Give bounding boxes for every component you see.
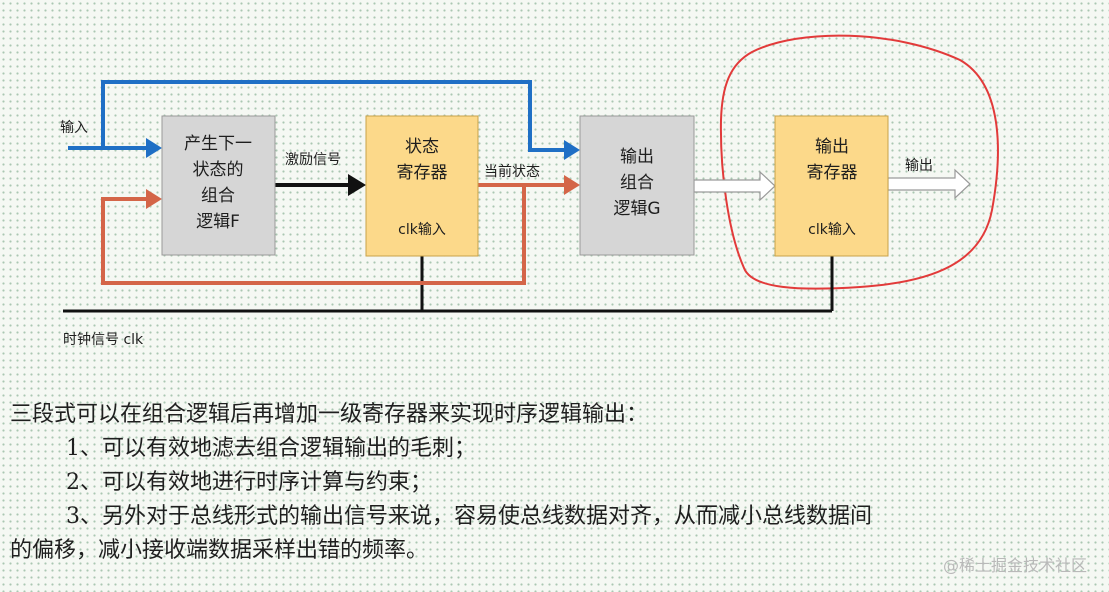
output-logic-line-1: 输出 <box>620 147 654 167</box>
input-bypass-line <box>101 80 566 152</box>
output-register-block: 输出 寄存器 clk输入 <box>774 115 889 257</box>
output-reg-clk-label: clk输入 <box>808 222 856 238</box>
description-item-2: 2、可以有效地进行时序计算与约束； <box>66 470 432 495</box>
output-reg-line-1: 输出 <box>815 137 849 157</box>
state-register-block: 状态 寄存器 clk输入 <box>365 115 479 257</box>
feedback-arrowhead <box>146 189 162 209</box>
current-state-feedback <box>101 183 526 285</box>
description-item-3: 3、另外对于总线形式的输出信号来说，容易使总线数据对齐，从而减小总线数据间 <box>66 504 872 529</box>
description-item-1: 1、可以有效地滤去组合逻辑输出的毛刺； <box>66 436 476 461</box>
output-register-highlight <box>719 34 999 290</box>
output-arrow <box>887 168 971 200</box>
clock-label: 时钟信号 clk <box>63 331 144 348</box>
state-reg-line-1: 状态 <box>405 137 439 157</box>
excite-label: 激励信号 <box>285 151 341 168</box>
output-label: 输出 <box>905 158 933 174</box>
state-reg-line-2: 寄存器 <box>397 163 448 183</box>
description-continuation: 的偏移，减小接收端数据采样出错的频率。 <box>10 538 429 563</box>
logic-g-to-output-reg-arrow <box>693 170 776 202</box>
next-state-line-1: 产生下一 <box>184 134 252 154</box>
state-reg-clk-label: clk输入 <box>398 222 446 238</box>
input-arrowhead <box>146 138 162 158</box>
input-label: 输入 <box>60 120 88 136</box>
output-logic-block: 输出 组合 逻辑G <box>579 115 695 256</box>
output-logic-line-2: 组合 <box>620 173 654 193</box>
current-state-arrowhead <box>564 175 580 195</box>
description-intro: 三段式可以在组合逻辑后再增加一级寄存器来实现时序逻辑输出： <box>10 402 649 427</box>
output-logic-line-3: 逻辑G <box>613 199 660 219</box>
watermark: @稀土掘金技术社区 <box>942 556 1087 575</box>
input-bypass-arrowhead <box>564 140 580 160</box>
next-state-line-2: 状态的 <box>193 160 244 180</box>
next-state-line-3: 组合 <box>201 186 235 206</box>
next-state-line-4: 逻辑F <box>196 212 240 232</box>
next-state-logic-block: 产生下一 状态的 组合 逻辑F <box>161 115 276 256</box>
output-reg-line-2: 寄存器 <box>807 163 858 183</box>
description-text: 三段式可以在组合逻辑后再增加一级寄存器来实现时序逻辑输出： 1、可以有效地滤去组… <box>10 398 1100 568</box>
excite-arrowhead <box>348 174 366 196</box>
current-state-label: 当前状态 <box>484 163 540 180</box>
